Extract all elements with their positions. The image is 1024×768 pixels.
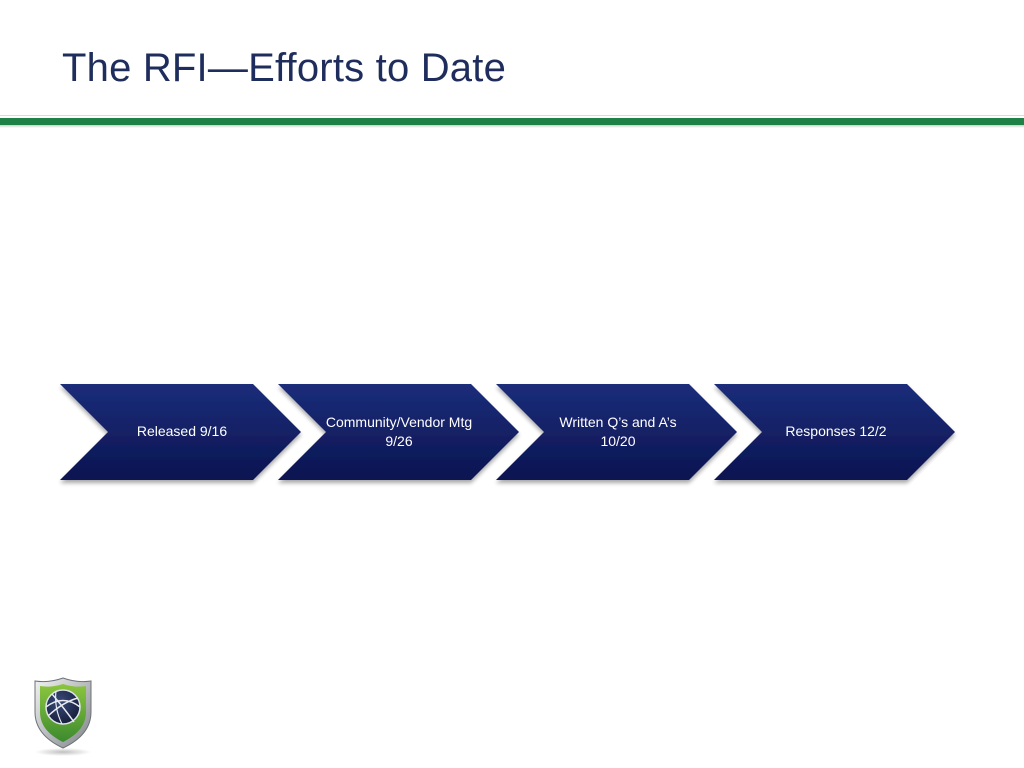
process-step-4-chevron	[714, 384, 955, 480]
process-step-2-chevron	[278, 384, 519, 480]
title-divider	[0, 118, 1024, 125]
shield-globe-icon	[34, 677, 92, 756]
title-divider-shadow	[0, 125, 1024, 128]
slide-title: The RFI—Efforts to Date	[62, 46, 507, 90]
title-divider-thin	[0, 115, 1024, 116]
process-step-1-chevron	[60, 384, 301, 480]
process-step-3-chevron	[496, 384, 737, 480]
